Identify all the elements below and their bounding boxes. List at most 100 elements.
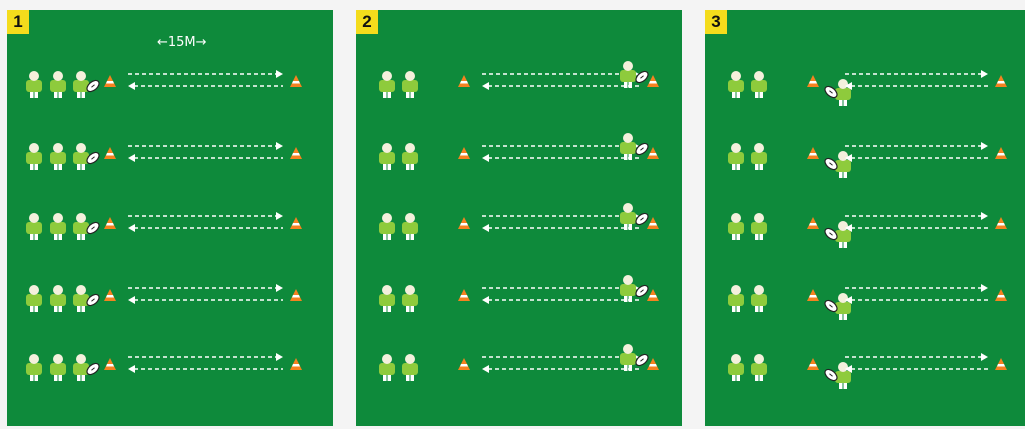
player-icon xyxy=(728,71,744,98)
player-icon xyxy=(751,71,767,98)
cone-icon xyxy=(647,358,659,370)
player-icon xyxy=(379,143,395,170)
player-icon xyxy=(728,143,744,170)
drill-diagram xyxy=(356,10,682,426)
drill-panel-1: 1 ←15M→ xyxy=(7,10,333,426)
cone-icon xyxy=(807,75,819,87)
run-arrows xyxy=(482,212,639,232)
player-icon xyxy=(728,285,744,312)
run-arrows xyxy=(845,212,988,232)
cone-icon xyxy=(104,217,116,229)
cone-icon xyxy=(104,289,116,301)
run-arrows xyxy=(482,70,639,90)
drill-diagram xyxy=(7,10,333,426)
player-icon xyxy=(50,354,66,381)
rugby-ball-icon xyxy=(634,211,650,226)
run-arrows xyxy=(845,284,988,304)
drill-panel-3: 3 xyxy=(705,10,1025,426)
cone-icon xyxy=(647,289,659,301)
run-arrows xyxy=(482,353,639,373)
cone-icon xyxy=(458,147,470,159)
player-icon xyxy=(835,151,851,178)
cone-icon xyxy=(995,75,1007,87)
cone-icon xyxy=(647,147,659,159)
player-icon xyxy=(402,213,418,240)
player-icon xyxy=(402,143,418,170)
player-icon xyxy=(26,354,42,381)
cone-icon xyxy=(104,147,116,159)
player-icon xyxy=(402,71,418,98)
player-icon xyxy=(835,362,851,389)
cone-icon xyxy=(647,75,659,87)
cone-icon xyxy=(458,217,470,229)
cone-icon xyxy=(807,147,819,159)
player-icon xyxy=(835,293,851,320)
player-icon xyxy=(50,285,66,312)
cone-icon xyxy=(458,289,470,301)
cone-icon xyxy=(290,217,302,229)
player-icon xyxy=(835,221,851,248)
player-icon xyxy=(728,354,744,381)
cone-icon xyxy=(647,217,659,229)
rugby-ball-icon xyxy=(634,352,650,367)
player-icon xyxy=(50,213,66,240)
player-icon xyxy=(751,285,767,312)
player-icon xyxy=(620,275,636,302)
cone-icon xyxy=(290,289,302,301)
player-icon xyxy=(728,213,744,240)
rugby-ball-icon xyxy=(634,283,650,298)
cone-icon xyxy=(290,75,302,87)
player-icon xyxy=(379,71,395,98)
drill-diagram xyxy=(705,10,1025,426)
player-icon xyxy=(26,213,42,240)
player-icon xyxy=(73,143,89,170)
run-arrows xyxy=(845,70,988,90)
run-arrows xyxy=(845,142,988,162)
cone-icon xyxy=(104,75,116,87)
cone-icon xyxy=(458,358,470,370)
run-arrows xyxy=(482,142,639,162)
player-icon xyxy=(73,354,89,381)
run-arrows xyxy=(482,284,639,304)
player-icon xyxy=(751,143,767,170)
player-icon xyxy=(26,143,42,170)
run-arrows xyxy=(128,70,283,90)
player-icon xyxy=(73,71,89,98)
player-icon xyxy=(620,344,636,371)
player-icon xyxy=(50,143,66,170)
player-icon xyxy=(73,213,89,240)
player-icon xyxy=(620,203,636,230)
drill-panel-2: 2 xyxy=(356,10,682,426)
player-icon xyxy=(73,285,89,312)
player-icon xyxy=(379,285,395,312)
player-icon xyxy=(751,354,767,381)
cone-icon xyxy=(995,289,1007,301)
cone-icon xyxy=(807,289,819,301)
cone-icon xyxy=(995,147,1007,159)
run-arrows xyxy=(128,284,283,304)
cone-icon xyxy=(458,75,470,87)
player-icon xyxy=(835,79,851,106)
run-arrows xyxy=(128,212,283,232)
run-arrows xyxy=(128,353,283,373)
player-icon xyxy=(379,213,395,240)
cone-icon xyxy=(807,358,819,370)
player-icon xyxy=(379,354,395,381)
run-arrows xyxy=(845,353,988,373)
player-icon xyxy=(751,213,767,240)
cone-icon xyxy=(290,358,302,370)
cone-icon xyxy=(995,358,1007,370)
cone-icon xyxy=(290,147,302,159)
player-icon xyxy=(50,71,66,98)
player-icon xyxy=(620,61,636,88)
run-arrows xyxy=(128,142,283,162)
player-icon xyxy=(26,71,42,98)
player-icon xyxy=(402,354,418,381)
player-icon xyxy=(26,285,42,312)
rugby-ball-icon xyxy=(634,69,650,84)
cone-icon xyxy=(104,358,116,370)
cone-icon xyxy=(995,217,1007,229)
player-icon xyxy=(402,285,418,312)
player-icon xyxy=(620,133,636,160)
cone-icon xyxy=(807,217,819,229)
